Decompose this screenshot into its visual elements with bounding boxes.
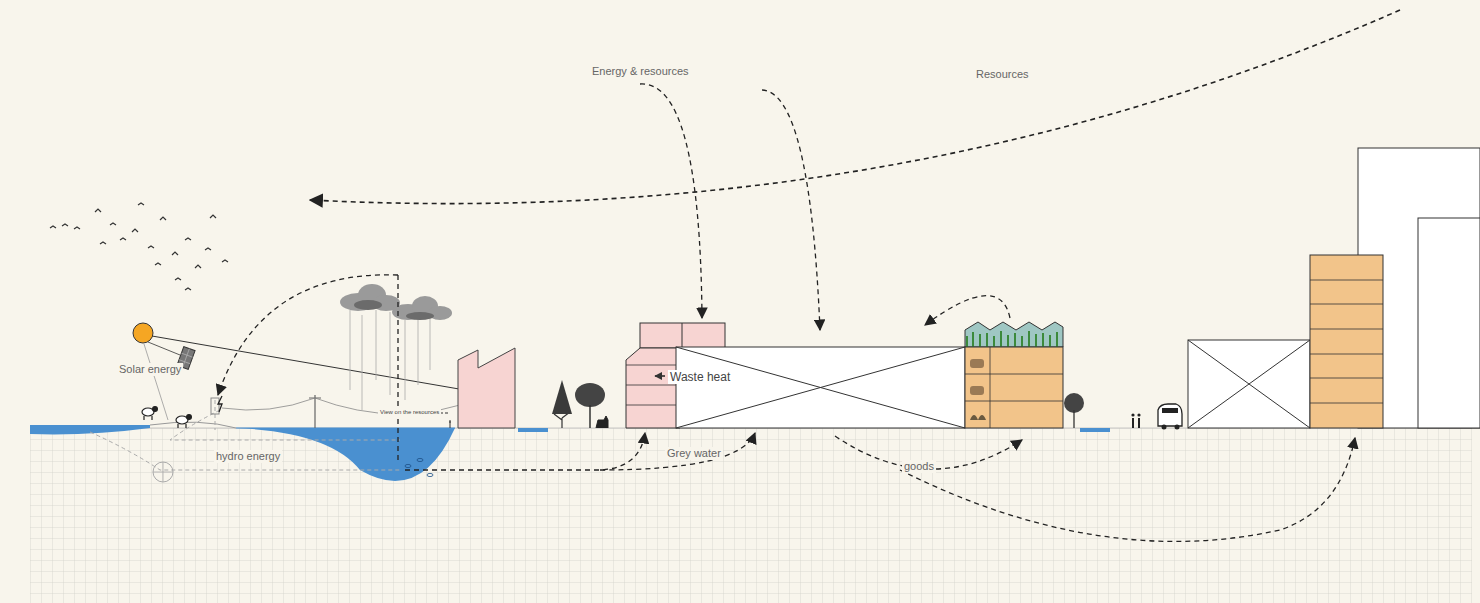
van — [1158, 404, 1182, 430]
hydro-pipes — [90, 400, 400, 470]
annotation-label: Grey water — [665, 447, 723, 460]
annotation-label: Resources — [974, 68, 1031, 81]
sheep — [142, 407, 191, 428]
annotation-label: hydro energy — [214, 450, 282, 463]
ground-grid — [30, 428, 1472, 603]
turbine — [153, 462, 173, 482]
tower-orange — [1310, 255, 1383, 428]
annotation-label: goods — [902, 460, 936, 473]
warehouse — [1188, 340, 1310, 428]
lake — [30, 425, 150, 434]
flow-arrows — [405, 84, 1355, 541]
clouds — [340, 284, 452, 320]
birds — [50, 203, 228, 290]
factory — [458, 348, 515, 428]
green-roof-building — [965, 322, 1063, 428]
annotation-label: View on the resources — [378, 409, 441, 416]
annotation-label: Energy & resources — [590, 65, 691, 78]
sun — [133, 323, 153, 343]
annotation-label: Solar energy — [117, 363, 183, 376]
hall — [676, 347, 965, 428]
rain — [350, 310, 430, 410]
sky-arrow — [310, 10, 1400, 204]
annotation-label: Waste heat — [668, 370, 732, 384]
